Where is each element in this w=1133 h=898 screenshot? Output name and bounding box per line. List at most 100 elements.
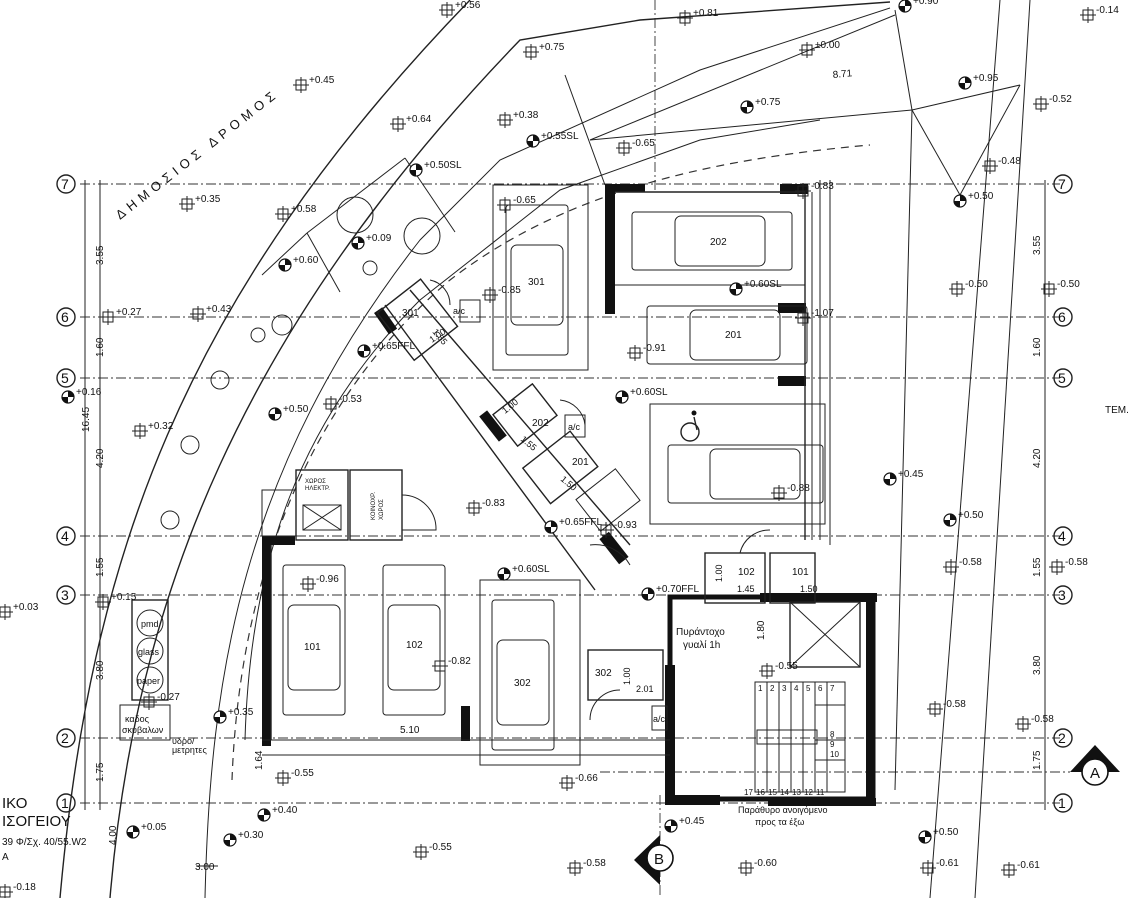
spot-level-fill <box>919 831 931 843</box>
level-label: -0.83 <box>482 498 505 509</box>
spot-level-fill <box>214 711 226 723</box>
level-label: -0.50 <box>965 279 988 290</box>
level-label: -0.61 <box>1017 860 1040 871</box>
dim-3-00: 3.00 <box>195 862 215 873</box>
level-label: -0.65 <box>632 138 655 149</box>
level-label: -0.58 <box>1031 714 1054 725</box>
level-label: -0.88 <box>787 483 810 494</box>
grid-lines <box>80 0 1070 898</box>
level-label: -0.83 <box>811 181 834 192</box>
level-label: +0.03 <box>13 602 39 613</box>
level-label: -0.18 <box>13 882 36 893</box>
dist-room-1: ΚΟΙΝΟΧΡ. <box>371 492 377 520</box>
stair-step-number: 5 <box>806 684 811 693</box>
level-label: -0.55 <box>775 661 798 672</box>
stair-step-number: 9 <box>830 740 835 749</box>
grid-num: 3 <box>1058 587 1066 603</box>
section-marker-b[interactable] <box>634 835 674 885</box>
storage-labels: 301 202 201 102 101 302 <box>402 308 809 679</box>
elec-room-2: ΗΛΕΚΤΡ. <box>305 486 330 492</box>
level-label: -0.58 <box>943 699 966 710</box>
spot-level-fill <box>730 283 742 295</box>
staircase <box>754 681 846 793</box>
level-label: +0.95 <box>973 73 999 84</box>
spot-level-fill <box>352 237 364 249</box>
left-legend: ΙΚΟ ΙΣΟΓΕΙΟΥ 39 Φ/Σχ. 40/55.W2 Α <box>2 795 87 863</box>
dim: 3.55 <box>95 245 106 265</box>
meters-label-2: μετρητες <box>172 745 207 755</box>
level-label: -0.58 <box>583 858 606 869</box>
dim: 16.45 <box>81 407 92 432</box>
level-label: +0.60SL <box>630 387 668 398</box>
level-label: +0.50SL <box>424 160 462 171</box>
level-label: -0.60 <box>754 858 777 869</box>
stair-step-number: 11 <box>816 788 825 797</box>
dim: 3.80 <box>95 660 106 680</box>
level-label: +0.09 <box>366 233 392 244</box>
level-label: -0.53 <box>339 394 362 405</box>
level-label: +0.50 <box>933 827 959 838</box>
storage-101: 101 <box>792 567 809 578</box>
left-text-1: ΙΚΟ <box>2 795 27 812</box>
grid-num: 4 <box>1058 528 1066 544</box>
level-label: +0.60SL <box>512 564 550 575</box>
side-text: ΤΕΜ. <box>1105 405 1129 416</box>
stair-step-number: 17 <box>744 788 753 797</box>
grid-num: 5 <box>61 370 69 386</box>
section-marker-a[interactable] <box>1070 745 1120 786</box>
ac-label: a/c <box>568 422 581 432</box>
left-text-4: Α <box>2 852 9 863</box>
spot-level-fill <box>358 345 370 357</box>
level-label: +0.43 <box>206 304 232 315</box>
level-label: +0.58 <box>291 204 317 215</box>
sdim: 1.00 <box>622 667 632 685</box>
level-label: -0.55 <box>429 842 452 853</box>
spot-level-fill <box>279 259 291 271</box>
dim: 4.20 <box>1032 448 1043 468</box>
dim: 1.60 <box>95 337 106 357</box>
level-label: +0.35 <box>228 707 254 718</box>
level-label: ±0.00 <box>815 40 840 51</box>
level-label: +0.40 <box>272 805 298 816</box>
parking-201: 201 <box>725 330 742 341</box>
trees <box>160 157 456 530</box>
spot-level-fill <box>959 77 971 89</box>
dim: 1.55 <box>95 557 106 577</box>
sdim: 1.50 <box>800 584 818 594</box>
recycling-glass: glass <box>138 647 160 657</box>
grid-numbers-left: 7 6 5 4 3 2 1 <box>61 176 69 811</box>
storage-202: 202 <box>532 418 549 429</box>
left-text-3: 39 Φ/Σχ. 40/55.W2 <box>2 837 87 848</box>
cars <box>282 204 824 751</box>
level-label: +0.81 <box>693 8 719 19</box>
level-label: +0.50 <box>283 404 309 415</box>
level-label: +0.75 <box>755 97 781 108</box>
sdim: 1.00 <box>500 397 520 416</box>
dimensions-left: 3.55 1.60 16.45 4.20 1.55 3.80 1.75 4.00 <box>81 245 119 845</box>
parking-302: 302 <box>514 678 531 689</box>
grid-num: 3 <box>61 587 69 603</box>
level-label: -0.85 <box>498 285 521 296</box>
window-note-1: Παράθυρο ανοιγόμενο <box>738 805 828 815</box>
stair-step-number: 2 <box>770 684 775 693</box>
recycling-paper: paper <box>137 676 160 686</box>
parking-202: 202 <box>710 237 727 248</box>
level-label: +0.60 <box>293 255 319 266</box>
spot-level-fill <box>62 391 74 403</box>
level-label: -0.55 <box>291 768 314 779</box>
dim: 4.20 <box>95 448 106 468</box>
grid-numbers-right: 7 6 5 4 3 2 1 <box>1058 176 1066 811</box>
grid-num: 1 <box>1058 795 1066 811</box>
dim-1-80: 1.80 <box>756 620 767 640</box>
level-labels: +0.56+0.81+0.90-0.14+0.75±0.00+0.45+0.95… <box>13 0 1119 893</box>
spot-level-fill <box>127 826 139 838</box>
stair-step-number: 6 <box>818 684 823 693</box>
level-label: +0.50 <box>958 510 984 521</box>
level-label: -0.65 <box>513 195 536 206</box>
storage-rooms <box>376 278 816 731</box>
level-label: -1.07 <box>811 308 834 319</box>
level-label: -0.50 <box>1057 279 1080 290</box>
level-label: -0.58 <box>1065 557 1088 568</box>
dim: 3.55 <box>1032 235 1043 255</box>
